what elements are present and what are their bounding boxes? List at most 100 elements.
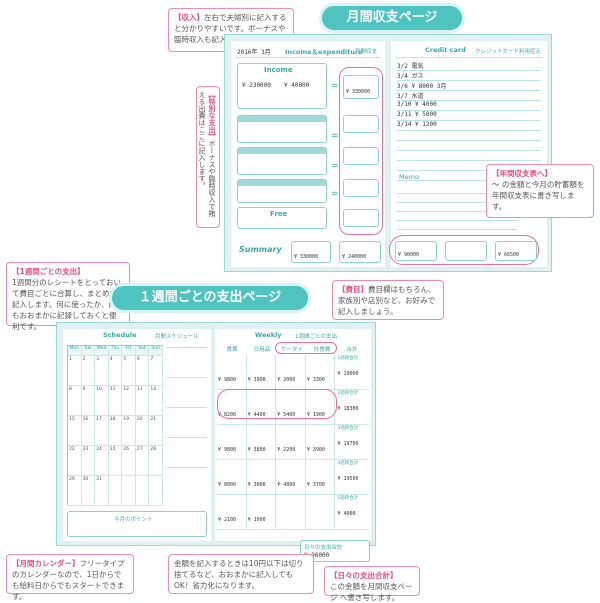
- calendar-day-cell[interactable]: 26: [122, 446, 136, 476]
- col-head-dine: 外食費: [313, 347, 331, 353]
- annual-note: 【年間収支表へ】 〜 の金額と今月の貯蓄額を年間収支表に書き写します。: [486, 164, 594, 218]
- weekly-banner: １週間ごとの支出ページ: [112, 286, 308, 310]
- item-note-body: 費目欄はもちろん、家族別や店別など、お好みで記入しましょう。: [338, 285, 436, 316]
- month-date: 2016年 3月: [237, 49, 271, 56]
- calendar-day-cell[interactable]: 27: [135, 446, 150, 476]
- income-box: Income ¥ 230000 ¥ 40000: [237, 63, 327, 109]
- calendar-day-cell[interactable]: [149, 476, 163, 506]
- free-label: Free: [270, 210, 288, 218]
- week-cell: ¥ 5400: [276, 390, 306, 424]
- calendar-day-cell[interactable]: 29: [68, 476, 82, 506]
- memo-label: Memo: [399, 173, 419, 181]
- weekly-note-body: 1週間分のレシートをとっておいて費目ごとに合算し、まとめて記入します。何に使った…: [12, 278, 124, 331]
- calendar-day-cell[interactable]: 14: [149, 386, 163, 416]
- calendar-day-cell[interactable]: 10: [95, 386, 109, 416]
- calendar-day-cell[interactable]: 7: [149, 356, 163, 386]
- calendar-day-cell[interactable]: 5: [122, 356, 136, 386]
- col-head-total: 合計: [346, 347, 358, 353]
- summary-val-3: ¥ 90000: [398, 252, 420, 258]
- monthly-left-page: 2016年 3月 Income＆expenditure 月間収支 Income …: [231, 41, 385, 267]
- calendar-day-cell[interactable]: [108, 476, 123, 506]
- week2-ring: [217, 389, 337, 419]
- ie-header: Income＆expenditure: [285, 48, 363, 56]
- credit-sub: クレジットカード利用控え: [475, 49, 542, 55]
- total-column-ring: [339, 67, 383, 235]
- annual-note-body: 〜 の金額と今月の貯蓄額を年間収支表に書き写します。: [492, 180, 585, 211]
- calendar-day-cell[interactable]: 1: [68, 356, 82, 386]
- calendar-day-cell[interactable]: 22: [68, 446, 82, 476]
- week-cell: ¥ 4400: [247, 390, 277, 424]
- week-total-val: ¥ 18300: [337, 406, 359, 412]
- week-total: 5週目合計¥ 4000: [335, 495, 369, 529]
- card-rows: 3/2 電気 3/4 ガス 3/6 ¥ 8000 3月 3/7 水道 3/10 …: [397, 61, 541, 181]
- weekly-sub: 1週間ごとの支出: [295, 334, 337, 340]
- week-cell: ¥ 3300: [306, 355, 336, 389]
- week-cell: ¥ 2200: [276, 425, 306, 459]
- weekly-page: Weekly 1週間ごとの支出 食費 日用品 ケータイ 外食費 合計 ¥ 980…: [215, 329, 371, 541]
- week-total-label: 5週目合計: [337, 496, 359, 501]
- expense-box-3: [237, 179, 327, 203]
- calendar-day-cell[interactable]: 15: [68, 416, 82, 446]
- income-total-val: ¥ 330000: [346, 89, 371, 95]
- amount-note: 金額を記入するときは10円以下は切り捨てるなど、おおまかに記入してもOK！省力化…: [168, 554, 314, 594]
- week-cell: ¥ 3900: [306, 425, 336, 459]
- calendar-day-header: Wed: [95, 346, 109, 356]
- calendar-note-body: フリータイプのカレンダーなので、1日からでも給料日からでもスタートできます。: [12, 559, 125, 601]
- calendar-day-cell[interactable]: [135, 476, 150, 506]
- calendar-day-cell[interactable]: 25: [108, 446, 123, 476]
- week-cell: ¥ 1900: [247, 495, 277, 529]
- calendar-day-header: Tue: [81, 346, 96, 356]
- calendar-day-cell[interactable]: 8: [68, 386, 82, 416]
- col-head-daily: 日用品: [253, 347, 271, 353]
- calendar-day-cell[interactable]: 2: [81, 356, 96, 386]
- card-row: 3/4 ガス: [397, 71, 541, 81]
- calendar-day-cell[interactable]: 12: [122, 386, 136, 416]
- week-cell: [276, 495, 306, 529]
- calendar-day-cell[interactable]: 20: [135, 416, 150, 446]
- calendar-day-cell[interactable]: 17: [95, 416, 109, 446]
- calendar-day-cell[interactable]: [122, 476, 136, 506]
- income-note-body: 左右で夫婦別に記入すると分かりやすいです。ボーナスや臨時収入も記入OK！: [174, 13, 287, 44]
- calendar-day-cell[interactable]: 11: [108, 386, 123, 416]
- col-head-phone: ケータイ: [280, 347, 303, 353]
- calendar-day-cell[interactable]: 13: [135, 386, 150, 416]
- week-cell: ¥ 2100: [217, 495, 247, 529]
- calendar-day-cell[interactable]: 21: [149, 416, 163, 446]
- calendar-day-cell[interactable]: 24: [95, 446, 109, 476]
- calendar-day-cell[interactable]: 9: [81, 386, 96, 416]
- calendar-point-label: 今月のポイント: [114, 517, 153, 523]
- calendar-day-header: Sat: [135, 346, 150, 356]
- calendar-day-cell[interactable]: 4: [108, 356, 123, 386]
- ie-sub: 月間収支: [355, 49, 378, 55]
- month-total-label: 日々の支出合計: [304, 545, 343, 551]
- calendar-day-cell[interactable]: 6: [135, 356, 150, 386]
- summary-val-4: ¥ 66500: [498, 252, 520, 258]
- calendar-day-cell[interactable]: 23: [81, 446, 96, 476]
- calendar-day-cell[interactable]: 3: [95, 356, 109, 386]
- calendar-day-cell[interactable]: 19: [122, 416, 136, 446]
- calendar-day-cell[interactable]: 16: [81, 416, 96, 446]
- calendar-day-cell[interactable]: 28: [149, 446, 163, 476]
- week-total-label: 3週目合計: [337, 426, 359, 431]
- income-total: ¥ 330000: [343, 75, 379, 99]
- week-total: 3週目合計 ¥ 19700: [335, 425, 369, 459]
- calendar-day-cell[interactable]: 30: [81, 476, 96, 506]
- calendar-day-header: Fri: [122, 346, 136, 356]
- summary-box-2: ¥ 240000: [339, 241, 381, 263]
- week-row: ¥ 2100¥ 1900 5週目合計¥ 4000: [217, 495, 369, 530]
- monthly-book: 2016年 3月 Income＆expenditure 月間収支 Income …: [224, 34, 552, 272]
- week-total: 2週目合計¥ 18300: [335, 390, 369, 424]
- week-cell: ¥ 3800: [247, 425, 277, 459]
- calendar-day-cell[interactable]: 31: [95, 476, 109, 506]
- week-total-val: ¥ 19700: [337, 441, 359, 447]
- calendar-day-cell[interactable]: 18: [108, 416, 123, 446]
- summary-val-2: ¥ 240000: [342, 254, 367, 260]
- week-total-val: ¥ 19500: [337, 476, 359, 482]
- week-total: 1週目合計¥ 19000: [335, 355, 369, 389]
- card-row: 3/7 水道: [397, 91, 541, 101]
